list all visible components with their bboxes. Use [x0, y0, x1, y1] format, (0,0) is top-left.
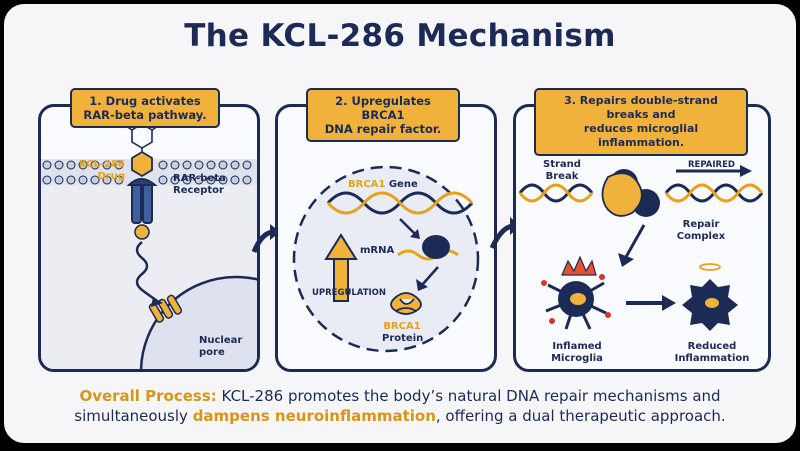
pore-label-line1: Nuclear: [199, 335, 243, 346]
inflamed-label-line2: Microglia: [551, 353, 603, 364]
drug-label-line1: KCL-286: [78, 159, 125, 170]
overall-process-summary: Overall Process: KCL-286 promotes the bo…: [4, 386, 796, 426]
reduced-label-line1: Reduced: [687, 341, 737, 352]
panel-2-illustration: [292, 165, 480, 353]
page-title: The KCL-286 Mechanism: [184, 18, 616, 54]
protein-label-line2: Protein: [382, 333, 424, 344]
brca1-gene-name: BRCA1: [348, 179, 386, 190]
drug-label-line2: Drug: [97, 171, 125, 182]
complex-label-line1: Repair: [682, 219, 720, 230]
upregulation-label: UPREGULATION: [312, 288, 386, 298]
summary-highlight: dampens neuroinflammation: [192, 407, 436, 425]
summary-text-2: simultaneously: [74, 407, 193, 425]
panel-1-illustration: [41, 117, 257, 369]
panel-step-2: BRCA1 Gene mRNA UPREGULATION BRCA1 Prote…: [275, 104, 497, 372]
step-1-line1: 1. Drug activates: [89, 94, 201, 108]
step-2-line1: 2. Upregulates BRCA1: [335, 94, 431, 122]
receptor-label-line2: Receptor: [173, 185, 224, 196]
step-3-box: 3. Repairs double-strand breaks and redu…: [534, 88, 748, 156]
panel-3-illustration: [518, 165, 764, 331]
pore-label-line2: pore: [199, 347, 225, 358]
step-2-line2: DNA repair factor.: [324, 122, 442, 136]
protein-label-line1: BRCA1: [383, 321, 421, 332]
step-1-line2: RAR-beta pathway.: [83, 108, 207, 122]
summary-text-3: , offering a dual therapeutic approach.: [435, 407, 726, 425]
complex-label-line2: Complex: [676, 231, 726, 242]
diagram-canvas: The KCL-286 Mechanism: [4, 4, 796, 443]
inflamed-label-line1: Inflamed: [552, 341, 602, 352]
step-1-box: 1. Drug activates RAR-beta pathway.: [70, 88, 220, 128]
step-3-line2: reduces microglial inflammation.: [583, 122, 699, 149]
panel-step-1: KCL-286 Drug RAR-beta Receptor Nuclear p…: [38, 104, 260, 372]
mrna-label: mRNA: [360, 245, 395, 256]
step-3-line1: 3. Repairs double-strand breaks and: [564, 94, 718, 121]
receptor-label-line1: RAR-beta: [173, 173, 226, 184]
reduced-label-line2: Inflammation: [674, 353, 750, 364]
repaired-label: REPAIRED: [688, 160, 735, 170]
brca1-gene-suffix: Gene: [385, 179, 418, 190]
summary-lead: Overall Process:: [79, 387, 217, 405]
summary-text-1: KCL-286 promotes the body’s natural DNA …: [216, 387, 721, 405]
break-label-line2: Break: [545, 171, 579, 182]
step-2-box: 2. Upregulates BRCA1 DNA repair factor.: [306, 88, 460, 142]
